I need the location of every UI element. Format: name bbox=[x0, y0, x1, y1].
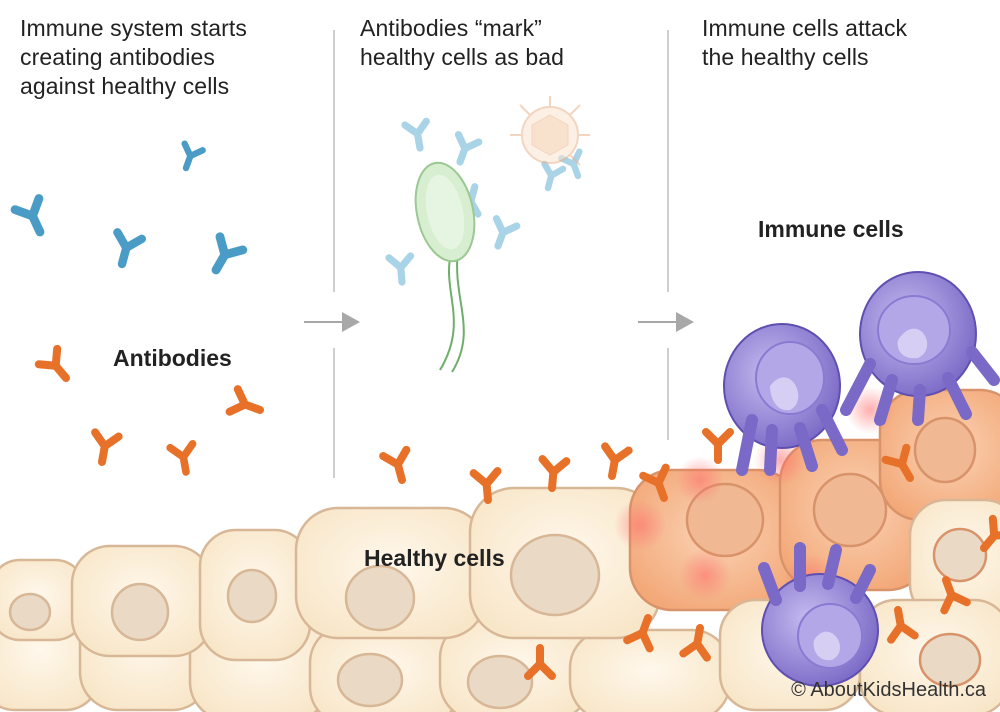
heading-line: healthy cells as bad bbox=[360, 44, 565, 70]
virus-icon bbox=[510, 96, 590, 166]
antibody-icon bbox=[488, 219, 517, 250]
antibody-icon bbox=[706, 432, 730, 460]
heading-line: the healthy cells bbox=[702, 44, 869, 70]
antibody-icon bbox=[600, 446, 628, 478]
antibody-icon bbox=[177, 144, 203, 172]
immune-cells-label: Immune cells bbox=[758, 216, 904, 242]
antibody-icon bbox=[90, 432, 118, 464]
heading-line: against healthy cells bbox=[20, 73, 230, 99]
panel-2-heading: Antibodies “mark” healthy cells as bad bbox=[360, 14, 564, 72]
antibody-icon bbox=[450, 135, 479, 166]
immune-cell-icon bbox=[758, 542, 879, 687]
antibody-icon bbox=[540, 459, 566, 489]
arrow-right-icon bbox=[638, 312, 694, 332]
panel-1-heading: Immune system starts creating antibodies… bbox=[20, 14, 247, 101]
heading-line: Immune system starts bbox=[20, 15, 247, 41]
antibody-icon bbox=[539, 164, 563, 191]
attacked-cells-layer bbox=[614, 386, 1000, 712]
antibody-icon bbox=[389, 256, 413, 283]
heading-line: creating antibodies bbox=[20, 44, 215, 70]
arrow-right-icon bbox=[304, 312, 360, 332]
immune-cell-icon bbox=[840, 271, 1000, 426]
antibody-icon bbox=[230, 389, 265, 421]
bacterium-icon bbox=[414, 161, 476, 373]
antibody-icon bbox=[405, 121, 431, 150]
heading-line: Antibodies “mark” bbox=[360, 15, 542, 41]
healthy-cells-layer bbox=[0, 486, 732, 712]
antibodies-label: Antibodies bbox=[113, 345, 232, 371]
healthy-cells-label: Healthy cells bbox=[364, 545, 505, 571]
antibody-icon bbox=[205, 237, 243, 277]
antibody-icon bbox=[39, 349, 75, 386]
panel-3-heading: Immune cells attack the healthy cells bbox=[702, 14, 907, 72]
antibody-icon bbox=[110, 232, 142, 267]
antibody-icon bbox=[383, 450, 413, 483]
copyright-text: © AboutKidsHealth.ca bbox=[791, 679, 986, 701]
antibody-icon bbox=[15, 199, 52, 238]
antibody-icon bbox=[170, 444, 197, 474]
immune-cell-icon bbox=[723, 323, 848, 476]
heading-line: Immune cells attack bbox=[702, 15, 908, 41]
antibody-icon-group bbox=[15, 144, 243, 277]
